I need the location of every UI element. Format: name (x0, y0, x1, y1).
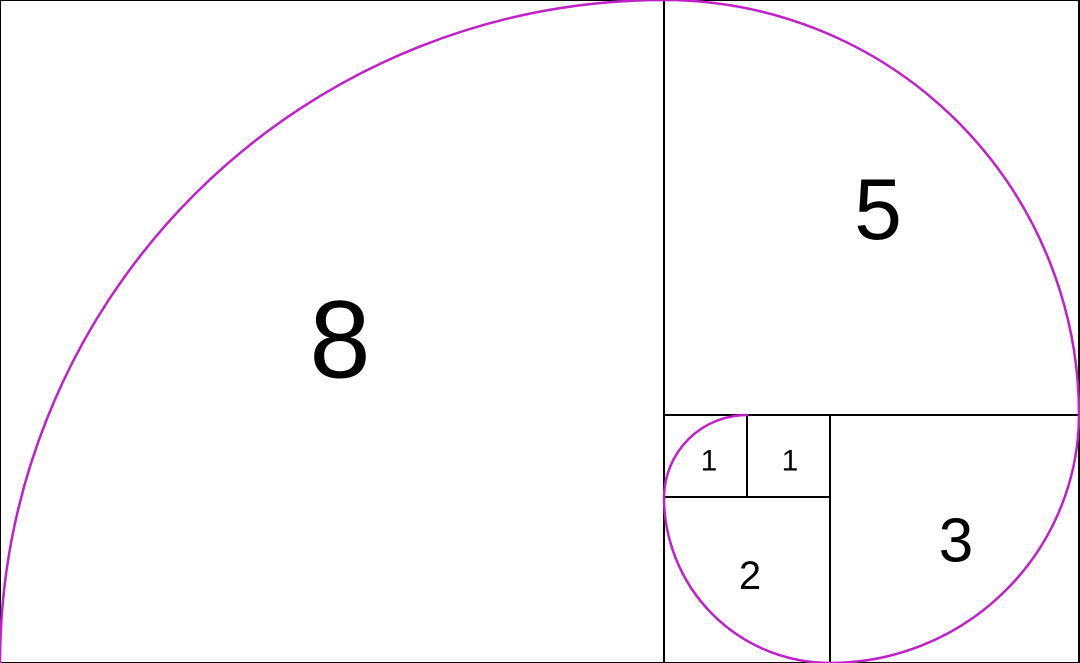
square-1-left-label: 1 (701, 445, 718, 478)
square-2-label: 2 (739, 554, 761, 598)
square-1-right (746, 414, 831, 498)
square-5-label: 5 (854, 162, 902, 258)
square-3-label: 3 (939, 507, 973, 576)
square-1-right-label: 1 (782, 445, 799, 478)
square-8-label: 8 (309, 279, 370, 402)
